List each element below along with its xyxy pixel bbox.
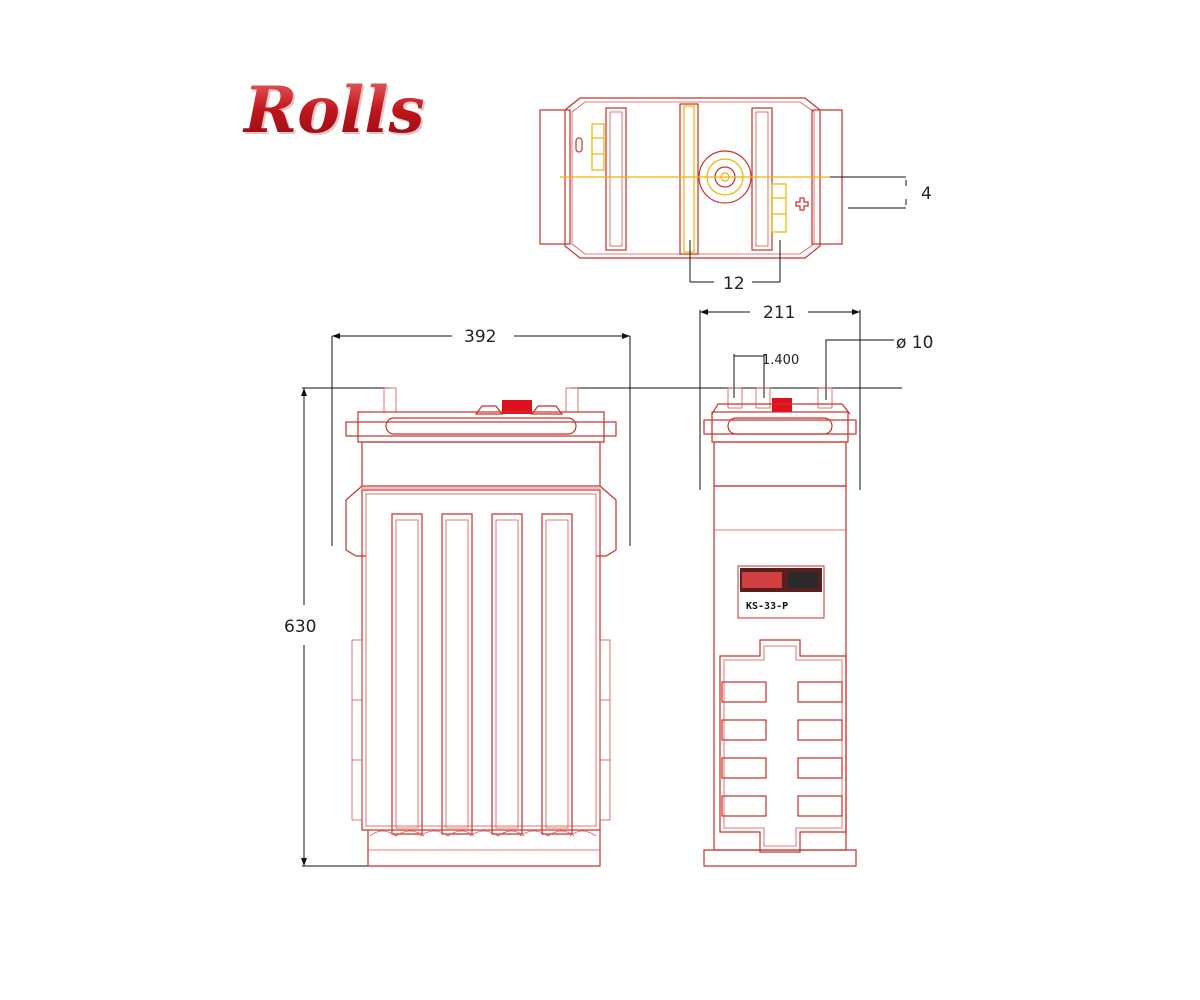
dim-terminal-pitch: 1.400: [762, 353, 799, 368]
top-view: 4 12: [539, 97, 932, 294]
front-terminal-post: [565, 387, 579, 413]
dim-terminal-spacing: 12: [723, 274, 745, 294]
side-terminal: [817, 387, 833, 409]
side-upper-case: [713, 441, 847, 487]
negative-terminal: [591, 123, 605, 171]
logo-shadow: Rolls: [244, 75, 427, 150]
dim-front-height: 630: [284, 617, 316, 637]
positive-terminal: [771, 183, 787, 233]
front-case: [361, 489, 601, 831]
side-terminal: [727, 387, 743, 409]
dim-terminal-diameter: ø 10: [896, 333, 933, 353]
rolls-logo: Rolls Rolls: [242, 73, 427, 150]
top-view-rib: [751, 107, 773, 251]
dim-front-width: 392: [464, 327, 496, 347]
side-lid-handle: [727, 417, 833, 435]
plus-icon: [795, 197, 809, 211]
top-view-body: [564, 97, 821, 259]
front-lid: [357, 411, 605, 443]
side-base: [703, 849, 857, 867]
side-vent-cap: [772, 398, 792, 412]
dim-terminal-offset: 4: [921, 184, 932, 204]
model-label-text: KS-33-P: [746, 601, 788, 612]
side-slots: [721, 681, 843, 817]
side-embossing: [719, 639, 847, 853]
front-terminal-post: [383, 387, 397, 413]
model-label: KS-33-P: [737, 565, 825, 619]
side-lid-rim: [703, 419, 857, 435]
side-lid: [711, 411, 849, 443]
front-lid-rim: [345, 421, 617, 437]
front-left-shoulder: [345, 485, 366, 557]
front-view: 392 630: [284, 327, 902, 867]
front-upper-case: [361, 441, 601, 487]
dim-side-width: 211: [763, 303, 795, 323]
front-vent-cap: [502, 400, 532, 414]
front-flutes: [391, 513, 573, 835]
front-base: [367, 830, 601, 867]
front-lid-handle: [385, 417, 577, 435]
logo-text: Rolls: [242, 73, 425, 148]
top-view-center-rib: [679, 103, 699, 255]
side-view: 211 1.400 ø 10 KS-33-P: [699, 303, 933, 867]
front-right-shoulder: [596, 485, 617, 557]
minus-icon: [575, 137, 583, 153]
side-terminal: [755, 387, 771, 409]
front-side-ribs: [599, 639, 611, 821]
top-view-rib: [605, 107, 627, 251]
front-side-ribs: [351, 639, 363, 821]
